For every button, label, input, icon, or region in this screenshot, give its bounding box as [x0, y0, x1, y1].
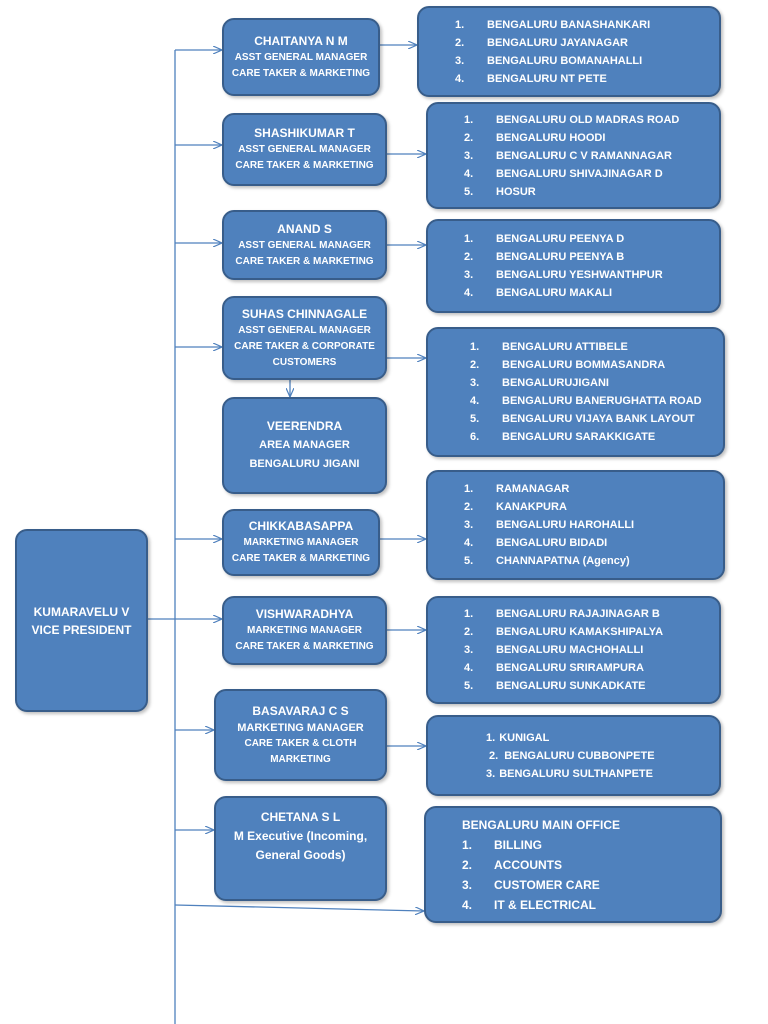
manager-name: VEERENDRA	[266, 419, 343, 433]
manager-role: ASST GENERAL MANAGER	[238, 144, 371, 155]
branch-list-4[interactable]: 1.BENGALURU ATTIBELE 2.BENGALURU BOMMASA…	[426, 327, 725, 457]
manager-name: CHIKKABASAPPA	[248, 519, 354, 533]
list-item: 1.BENGALURU PEENYA D	[464, 233, 625, 245]
list-item: 4.BENGALURU BIDADI	[464, 537, 608, 549]
list-item: 3.BENGALURU C V RAMANNAGAR	[464, 149, 672, 162]
manager-box-chikkabasappa[interactable]: CHIKKABASAPPA MARKETING MANAGER CARE TAK…	[222, 509, 380, 576]
manager-role: MARKETING MANAGER	[237, 721, 364, 734]
branch-list-6[interactable]: 1.BENGALURU RAJAJINAGAR B 2.BENGALURU KA…	[426, 596, 721, 704]
manager-role: MARKETING MANAGER	[247, 625, 362, 636]
list-item: 1.BENGALURU ATTIBELE	[470, 341, 628, 353]
manager-box-chetana[interactable]: CHETANA S L M Executive (Incoming, Gener…	[214, 796, 387, 901]
manager-role: AREA MANAGER	[259, 439, 350, 451]
manager-name: CHAITANYA N M	[254, 33, 348, 48]
list-item: 1.KUNIGAL	[486, 731, 550, 744]
list-item: 6.BENGALURU SARAKKIGATE	[470, 431, 656, 443]
manager-name: SHASHIKUMAR T	[254, 126, 355, 140]
list-item: 2.BENGALURU JAYANAGAR	[455, 36, 628, 49]
list-item: 4.BENGALURU BANERUGHATTA ROAD	[470, 395, 702, 407]
list-item: 2.BENGALURU BOMMASANDRA	[470, 359, 666, 371]
manager-box-veerendra[interactable]: VEERENDRA AREA MANAGER BENGALURU JIGANI	[222, 397, 387, 494]
manager-duty: CARE TAKER & CLOTH	[244, 737, 357, 749]
manager-duty: CARE TAKER & MARKETING	[231, 67, 371, 79]
list-item: 1.BENGALURU BANASHANKARI	[455, 18, 651, 31]
list-item: 3.BENGALURU YESHWANTHPUR	[464, 269, 663, 281]
list-item: 5.HOSUR	[464, 185, 536, 198]
main-office-list[interactable]: BENGALURU MAIN OFFICE 1.BILLING 2.ACCOUN…	[424, 806, 722, 923]
list-item: 4.BENGALURU MAKALI	[464, 287, 613, 299]
list-item: 2.KANAKPURA	[464, 501, 567, 513]
list-item: 5.BENGALURU SUNKADKATE	[464, 680, 646, 692]
vp-box[interactable]: KUMARAVELU V VICE PRESIDENT	[15, 529, 148, 712]
list-item: 1.BENGALURU OLD MADRAS ROAD	[464, 113, 680, 126]
branch-list-1[interactable]: 1.BENGALURU BANASHANKARI 2.BENGALURU JAY…	[417, 6, 721, 97]
manager-duty: CARE TAKER & MARKETING	[235, 255, 374, 267]
manager-role: ASST GENERAL MANAGER	[238, 239, 371, 251]
manager-name: VISHWARADHYA	[255, 607, 354, 621]
manager-role-cont: General Goods)	[255, 848, 346, 862]
list-item: 4.BENGALURU NT PETE	[455, 72, 607, 85]
branch-list-3[interactable]: 1.BENGALURU PEENYA D 2.BENGALURU PEENYA …	[426, 219, 721, 313]
manager-name: CHETANA S L	[260, 810, 341, 824]
manager-name: BASAVARAJ C S	[252, 703, 349, 718]
vp-name: KUMARAVELU V	[33, 604, 130, 619]
manager-role: MARKETING MANAGER	[243, 537, 359, 548]
manager-box-suhas[interactable]: SUHAS CHINNAGALE ASST GENERAL MANAGER CA…	[222, 296, 387, 380]
branch-list-5[interactable]: 1.RAMANAGAR 2.KANAKPURA 3.BENGALURU HARO…	[426, 470, 725, 580]
manager-role: ASST GENERAL MANAGER	[238, 324, 371, 336]
list-item: 3.BENGALURU MACHOHALLI	[464, 644, 644, 656]
list-item: 4.IT & ELECTRICAL	[462, 897, 596, 912]
list-item: 2.BENGALURU KAMAKSHIPALYA	[464, 626, 664, 638]
vp-title: VICE PRESIDENT	[31, 622, 132, 637]
manager-duty: CARE TAKER & MARKETING	[235, 641, 374, 652]
manager-role: M Executive (Incoming,	[233, 829, 368, 843]
list-item: 3.BENGALURU HAROHALLI	[464, 519, 635, 531]
manager-role: ASST GENERAL MANAGER	[234, 51, 368, 63]
list-item: 1.BILLING	[462, 837, 542, 852]
manager-box-basavaraj[interactable]: BASAVARAJ C S MARKETING MANAGER CARE TAK…	[214, 689, 387, 781]
list-item: 1.RAMANAGAR	[464, 483, 570, 495]
manager-location: BENGALURU JIGANI	[249, 458, 360, 470]
list-item: 2.BENGALURU PEENYA B	[464, 251, 625, 263]
branch-list-7[interactable]: 1.KUNIGAL 2.BENGALURU CUBBONPETE 3.BENGA…	[426, 715, 721, 796]
manager-duty: CARE TAKER & MARKETING	[231, 553, 371, 564]
main-office-heading: BENGALURU MAIN OFFICE	[462, 817, 620, 832]
manager-box-chaitanya[interactable]: CHAITANYA N M ASST GENERAL MANAGER CARE …	[222, 18, 380, 96]
list-item: 4.BENGALURU SRIRAMPURA	[464, 662, 644, 674]
list-item: 1.BENGALURU RAJAJINAGAR B	[464, 608, 660, 620]
list-item: 3.CUSTOMER CARE	[462, 877, 600, 892]
manager-box-anand[interactable]: ANAND S ASST GENERAL MANAGER CARE TAKER …	[222, 210, 387, 280]
list-item: 5.BENGALURU VIJAYA BANK LAYOUT	[470, 413, 695, 425]
manager-duty-cont: CUSTOMERS	[272, 356, 337, 368]
manager-box-shashikumar[interactable]: SHASHIKUMAR T ASST GENERAL MANAGER CARE …	[222, 113, 387, 186]
manager-box-vishwaradhya[interactable]: VISHWARADHYA MARKETING MANAGER CARE TAKE…	[222, 596, 387, 665]
arrow-to-main-office	[174, 904, 424, 911]
manager-duty: CARE TAKER & MARKETING	[235, 160, 374, 171]
list-item: 2.BENGALURU HOODI	[464, 131, 606, 144]
list-item: 5.CHANNAPATNA (Agency)	[464, 555, 630, 567]
list-item: 4.BENGALURU SHIVAJINAGAR D	[464, 167, 663, 180]
branch-list-2[interactable]: 1.BENGALURU OLD MADRAS ROAD 2.BENGALURU …	[426, 102, 721, 209]
list-item: 3.BENGALURU BOMANAHALLI	[455, 54, 643, 67]
manager-name: ANAND S	[277, 221, 332, 236]
manager-duty-cont: MARKETING	[270, 753, 331, 765]
list-item: 2.ACCOUNTS	[462, 857, 562, 872]
list-item: 3.BENGALURUJIGANI	[470, 377, 609, 389]
list-item: 3.BENGALURU SULTHANPETE	[486, 767, 653, 780]
manager-name: SUHAS CHINNAGALE	[241, 306, 368, 321]
list-item: 2.BENGALURU CUBBONPETE	[489, 749, 655, 762]
manager-duty: CARE TAKER & CORPORATE	[234, 340, 375, 352]
